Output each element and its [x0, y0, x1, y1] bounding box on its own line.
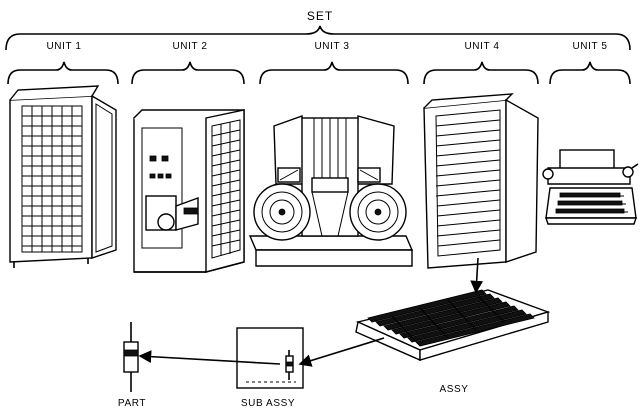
assy-label: ASSY — [439, 384, 468, 395]
assy-cards — [367, 289, 535, 347]
unit3-brace — [259, 61, 409, 85]
unit4-cabinet-icon — [423, 93, 539, 269]
part-label: PART — [118, 398, 146, 408]
unit1-brace — [7, 61, 119, 85]
unit4-label: UNIT 4 — [464, 41, 499, 52]
unit5-typewriter-icon — [542, 149, 639, 225]
unit1-rack-slots — [22, 106, 82, 252]
arrow-unit4-to-assy — [470, 257, 484, 294]
arrow-assy-to-subassy — [298, 337, 385, 367]
set-brace — [5, 25, 631, 51]
unit1-label: UNIT 1 — [46, 41, 81, 52]
unit1-cabinet-icon — [9, 85, 117, 268]
sub-assy-board-icon — [236, 327, 304, 389]
unit3-label: UNIT 3 — [314, 41, 349, 52]
unit2-label: UNIT 2 — [172, 41, 207, 52]
unit5-keys — [555, 192, 625, 214]
unit4-brace — [423, 61, 539, 85]
part-component-icon — [123, 322, 139, 392]
sub-assy-label: SUB ASSY — [241, 398, 295, 408]
set-label: SET — [307, 9, 333, 23]
assy-tray-icon — [355, 289, 551, 362]
arrow-subassy-to-part — [138, 350, 281, 365]
unit3-tape-drive-icon — [248, 115, 414, 267]
unit2-console-icon — [133, 109, 245, 273]
unit5-brace — [549, 61, 631, 85]
unit5-label: UNIT 5 — [572, 41, 607, 52]
unit2-brace — [131, 61, 245, 85]
